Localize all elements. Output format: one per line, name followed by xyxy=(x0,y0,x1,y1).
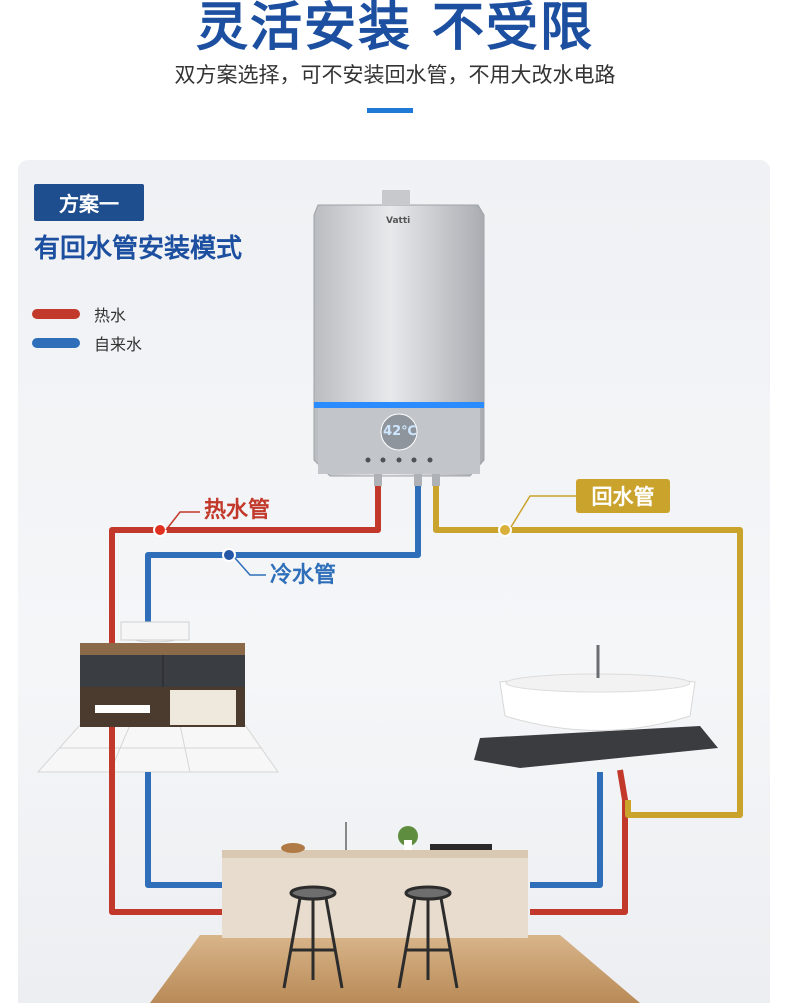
page-subtitle: 双方案选择，可不安装回水管，不用大改水电路 xyxy=(174,63,616,87)
return-pipe-marker xyxy=(498,523,512,537)
kitchen-floor xyxy=(150,935,640,1003)
bathtub xyxy=(474,645,718,768)
kitchen-island xyxy=(222,822,528,938)
cold-label-leader xyxy=(234,557,266,576)
bar-stool-left xyxy=(282,885,344,989)
scheme-badge: 方案一 xyxy=(34,184,144,221)
legend-tap-water: 自来水 xyxy=(32,331,142,355)
water-heater xyxy=(313,190,485,486)
heater-temperature-readout: 42℃ xyxy=(383,424,417,439)
hot-pipe-marker xyxy=(153,523,167,537)
cold-water-pipe xyxy=(145,474,603,888)
page-headline: 灵活安装 不受限 xyxy=(195,0,595,58)
heater-brand-logo: Vatti xyxy=(386,216,411,226)
title-accent-bar xyxy=(367,108,413,113)
legend-label: 热水 xyxy=(94,306,127,325)
cold-pipe-label: 冷水管 xyxy=(270,563,337,588)
bathroom-vanity xyxy=(80,621,245,727)
hot-water-pipe xyxy=(109,474,628,915)
legend-label: 自来水 xyxy=(94,335,143,354)
cold-pipe-marker xyxy=(222,548,236,562)
control-buttons-icon xyxy=(365,457,433,463)
hot-label-leader xyxy=(165,511,200,531)
legend-hot-water: 热水 xyxy=(32,302,126,326)
installation-mode-title: 有回水管安装模式 xyxy=(34,234,243,264)
return-label-leader xyxy=(510,495,576,528)
bar-stool-right xyxy=(397,885,459,989)
return-water-pipe xyxy=(433,474,743,818)
hot-pipe-label: 热水管 xyxy=(204,498,271,523)
temperature-dial xyxy=(380,413,418,451)
return-pipe-label: 回水管 xyxy=(576,479,670,513)
hot-water-swatch xyxy=(32,309,80,319)
bathroom-floor-tiles xyxy=(36,724,279,773)
tap-water-swatch xyxy=(32,338,80,348)
